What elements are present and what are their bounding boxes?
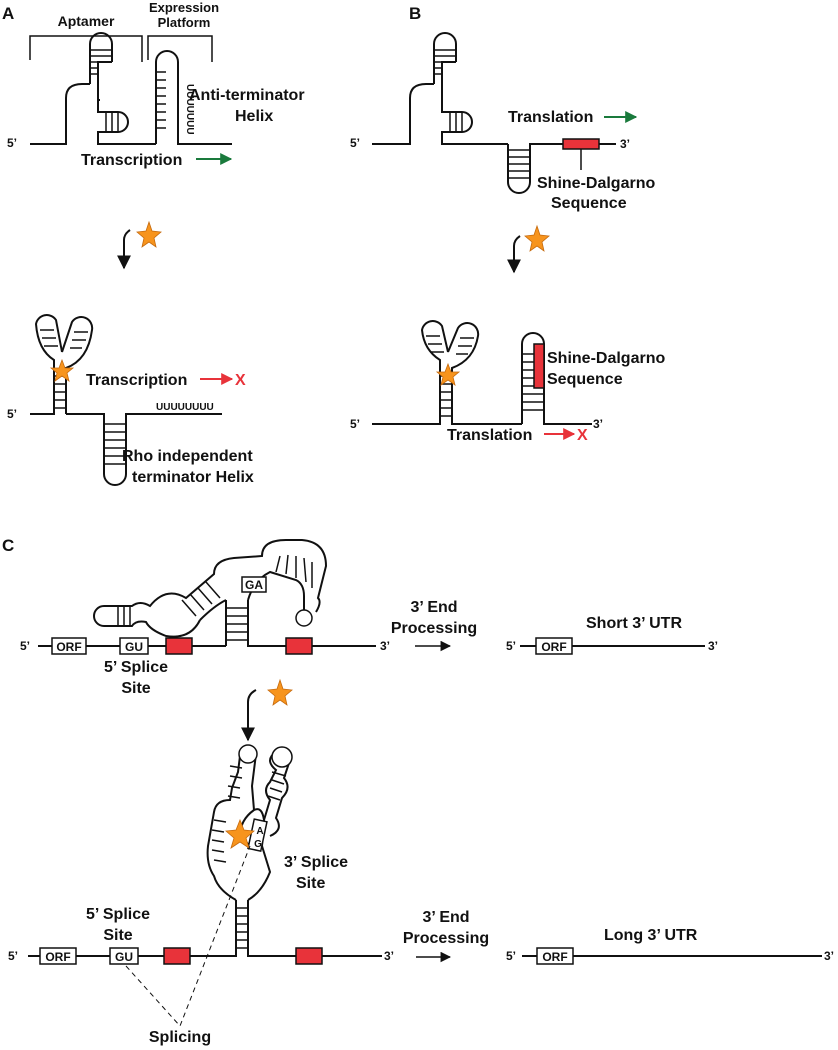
red-box-top-2	[285, 637, 313, 655]
ligand-binding-arrow-a	[117, 220, 162, 270]
rho-terminator-label-1: Rho independent	[122, 448, 253, 465]
panel-label-c: C	[2, 536, 14, 555]
three-prime-b-top: 3’	[620, 137, 630, 151]
splicing-label: Splicing	[149, 1029, 211, 1046]
transcription-blocked-label: Transcription	[86, 372, 187, 389]
splice3-bottom-label-2: Site	[296, 875, 325, 892]
anti-terminator-helix	[155, 50, 232, 145]
orf-bottom-label: ORF	[45, 950, 70, 964]
ligand-binding-arrow-b	[507, 224, 550, 274]
shine-dalgarno-bottom-label-1: Shine-Dalgarno	[547, 350, 665, 367]
shine-dalgarno-top-label-2: Sequence	[551, 195, 627, 212]
expression-platform-label-2: Platform	[158, 15, 211, 30]
short-utr-label: Short 3’ UTR	[586, 615, 682, 632]
three-prime-c-top: 3’	[380, 639, 390, 653]
splice3-bottom-label-1: 3’ Splice	[284, 854, 348, 871]
long-utr-transcript	[522, 947, 822, 965]
shine-dalgarno-bottom-label-2: Sequence	[547, 371, 623, 388]
five-prime-c-bottom: 5’	[8, 949, 18, 963]
red-box-bottom-1	[163, 947, 191, 965]
panel-label-b: B	[409, 4, 421, 23]
ga-top-label: GA	[245, 578, 263, 592]
aptamer-label: Aptamer	[58, 13, 115, 29]
short-utr-transcript	[520, 637, 705, 655]
splicing-dashed-lines	[125, 845, 251, 1027]
red-box-top-1	[165, 637, 193, 655]
uuu-tail-label: UUUUUUUU	[156, 402, 214, 413]
shine-dalgarno-top-label-1: Shine-Dalgarno	[537, 175, 655, 192]
transcription-active-label: Transcription	[81, 152, 182, 169]
five-prime-a-bottom: 5’	[7, 407, 17, 421]
aptamer-bracket	[29, 35, 143, 62]
five-prime-b-top: 5’	[350, 136, 360, 150]
five-prime-c-top: 5’	[20, 639, 30, 653]
aptamer-structure-bound-a	[30, 314, 222, 486]
five-prime-b-bottom: 5’	[350, 417, 360, 431]
splice5-bottom-label-1: 5’ Splice	[86, 906, 150, 923]
orf-box-bottom	[39, 947, 77, 965]
three-prime-c-bottom: 3’	[384, 949, 394, 963]
shine-dalgarno-box-top	[562, 138, 600, 150]
orf-top-label: ORF	[56, 640, 81, 654]
aptamer-structure-off-b	[372, 32, 616, 194]
end-processing-top-label-2: Processing	[391, 620, 477, 637]
expression-platform-label-1: Expression	[149, 0, 219, 15]
transcript-top	[38, 539, 376, 647]
gu-bottom-label: GU	[115, 950, 133, 964]
transcript-bottom	[28, 744, 382, 957]
ligand-star-bound-icon	[49, 358, 75, 382]
three-prime-short: 3’	[708, 639, 718, 653]
end-processing-bottom-label-2: Processing	[403, 930, 489, 947]
gu-top-label: GU	[125, 640, 143, 654]
long-utr-label: Long 3’ UTR	[604, 927, 698, 944]
orf-box-long	[536, 947, 574, 965]
ligand-star-icon	[136, 220, 162, 248]
rho-terminator-label-2: terminator Helix	[132, 469, 254, 486]
ligand-star-bound-icon-b	[435, 362, 461, 386]
orf-box-top	[51, 637, 87, 655]
gu-box-bottom	[109, 947, 139, 965]
translation-active-label: Translation	[508, 109, 593, 126]
ligand-binding-arrow-c	[241, 678, 293, 742]
three-prime-b-bottom: 3’	[593, 417, 603, 431]
ligand-star-bound-icon-c	[225, 818, 255, 849]
uuu-stem-label: UUUUUUU	[184, 84, 195, 135]
gu-box-top	[119, 637, 149, 655]
aptamer-structure-off	[30, 32, 156, 145]
five-prime-short: 5’	[506, 639, 516, 653]
five-prime-a-top: 5’	[7, 136, 17, 150]
transcription-stop-icon: X	[235, 372, 246, 389]
ga-box-top	[241, 576, 267, 593]
aptamer-structure-bound-b	[372, 320, 592, 425]
translation-stop-icon: X	[577, 427, 588, 444]
expression-platform-bracket	[147, 35, 213, 62]
ligand-star-icon-c	[267, 678, 293, 706]
splice5-top-label-1: 5’ Splice	[104, 659, 168, 676]
splice5-top-label-2: Site	[121, 680, 150, 697]
end-processing-bottom-label-1: 3’ End	[422, 909, 469, 926]
translation-blocked-label: Translation	[447, 427, 532, 444]
end-processing-top-label-1: 3’ End	[410, 599, 457, 616]
a-bottom-label: A	[256, 826, 263, 837]
orf-box-short	[535, 637, 573, 655]
three-prime-long: 3’	[824, 949, 834, 963]
shine-dalgarno-box-bottom	[533, 343, 545, 389]
five-prime-long: 5’	[506, 949, 516, 963]
anti-terminator-label-1: Anti-terminator	[189, 87, 305, 104]
g-bottom-label: G	[254, 839, 262, 850]
anti-terminator-label-2: Helix	[235, 108, 273, 125]
ligand-star-icon-b	[524, 224, 550, 252]
splice5-bottom-label-2: Site	[103, 927, 132, 944]
panel-label-a: A	[2, 4, 14, 23]
red-box-bottom-2	[295, 947, 323, 965]
orf-long-label: ORF	[542, 950, 567, 964]
orf-short-label: ORF	[541, 640, 566, 654]
